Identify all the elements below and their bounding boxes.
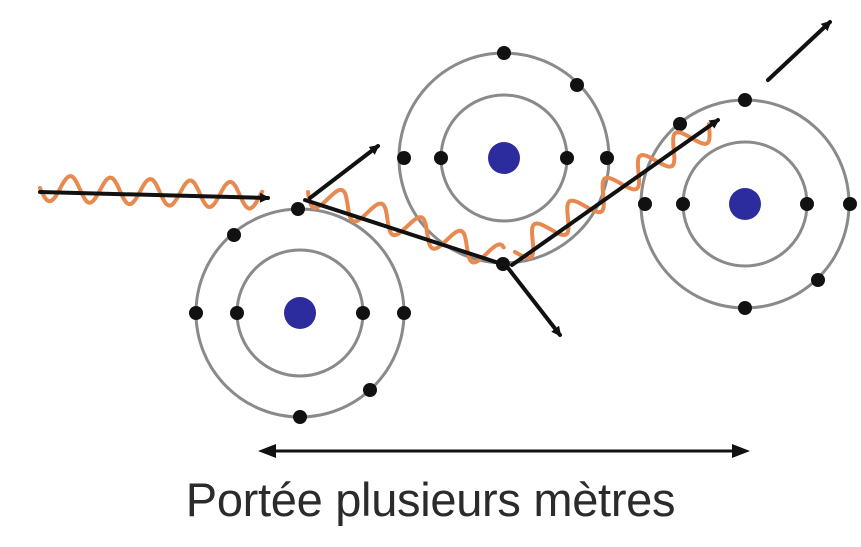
ejected-electron-arrow-3 [766,20,832,82]
atom-right [638,93,857,315]
incoming-photon-arrow [38,190,270,203]
scattered-photon-arrow-2 [510,118,720,267]
range-arrow [258,444,750,458]
electrons [189,202,411,424]
atom-left [189,202,411,424]
nucleus [729,188,761,220]
nucleus [488,142,520,174]
scattered-wave-1 [306,187,506,265]
scattered-photon-line-1 [303,198,507,267]
ejected-electron-arrow-1 [308,144,380,200]
electrons [638,93,857,315]
ejected-electron-arrow-2 [506,266,562,337]
incoming-wave [38,174,265,211]
scattered-wave-2 [513,122,712,260]
nucleus [284,297,316,329]
trajectories [38,20,832,337]
range-caption: Portée plusieurs mètres [185,473,676,526]
